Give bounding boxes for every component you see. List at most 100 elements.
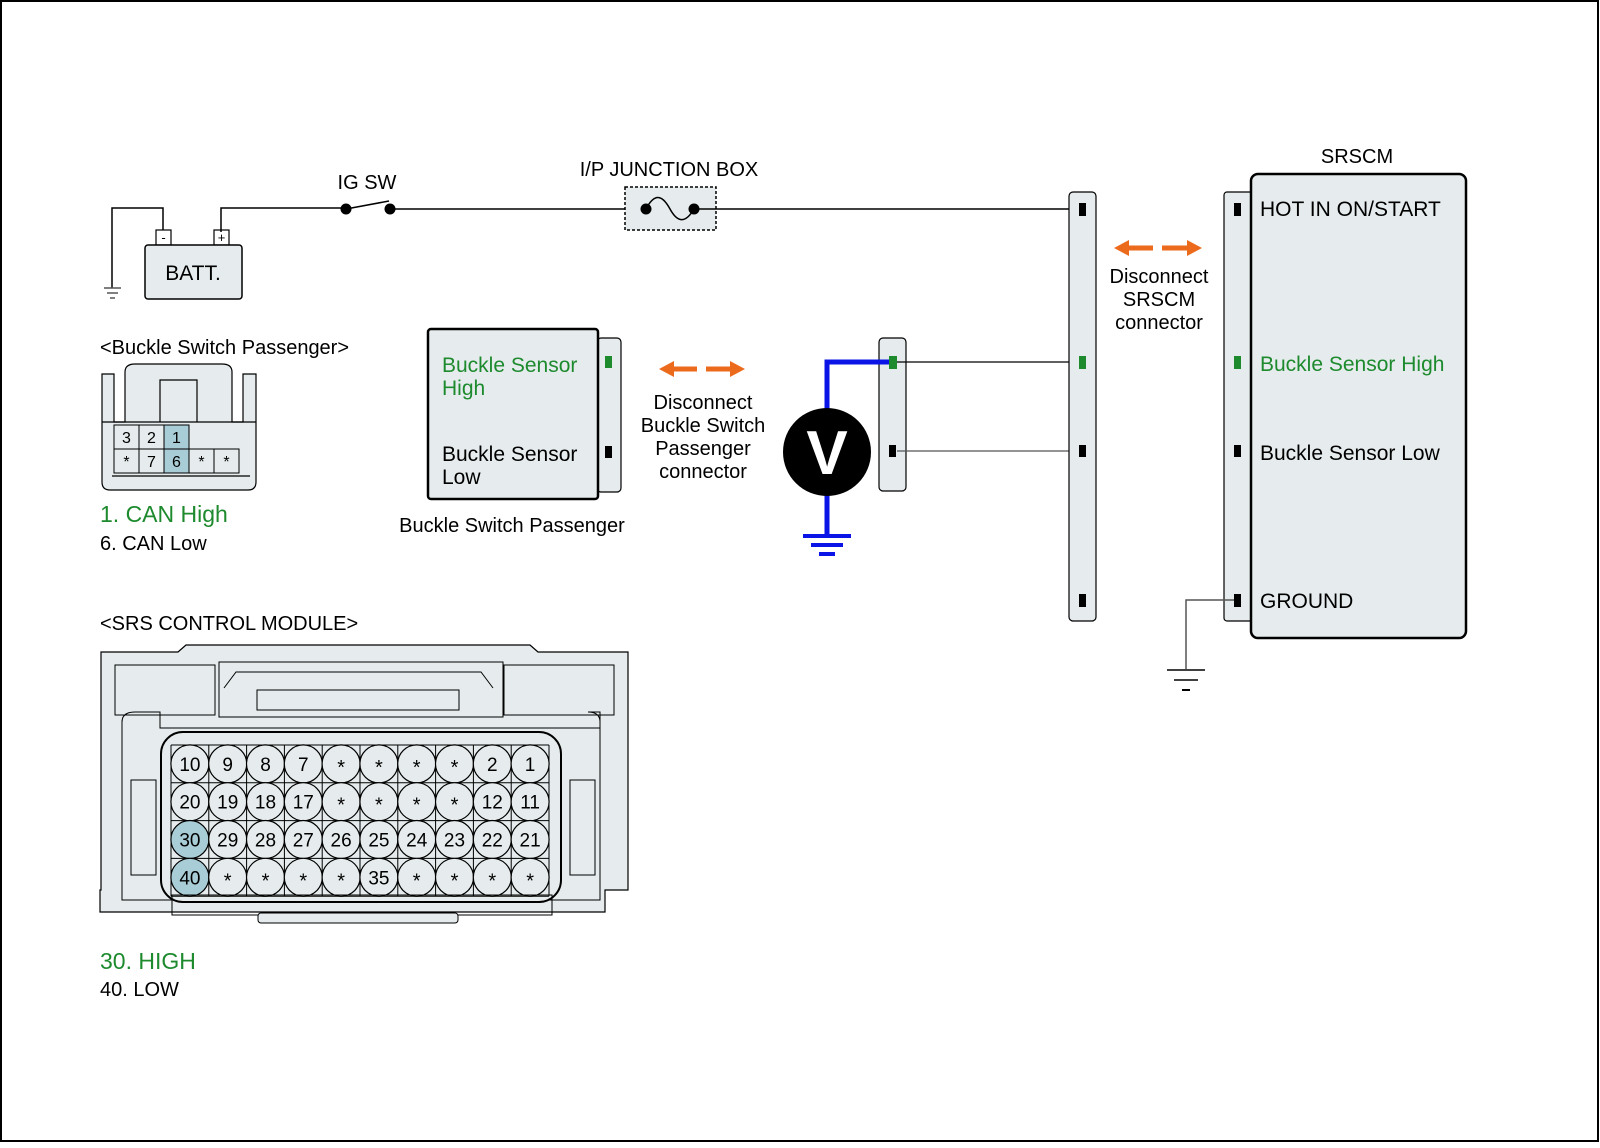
buckle-pin-cell bbox=[188, 448, 215, 474]
buckle-module-low-label-2: Low bbox=[442, 466, 481, 489]
buckle-pin-label: * bbox=[198, 454, 204, 471]
srs-pin-label: * bbox=[375, 795, 383, 817]
disconnect-srscm-arrow: Disconnect SRSCM connector bbox=[1110, 240, 1209, 334]
buckle-pin-label: 3 bbox=[122, 430, 131, 447]
srs-pin-label: 20 bbox=[179, 793, 200, 814]
srs-pin-label: 1 bbox=[525, 755, 536, 776]
buckle-pin-label: 7 bbox=[147, 454, 156, 471]
buckle-module-pin-low bbox=[605, 446, 612, 458]
srscm-pin-hot bbox=[1234, 203, 1241, 216]
srs-pin-label: * bbox=[337, 870, 345, 892]
srs-legend-low: 40. LOW bbox=[100, 979, 179, 1001]
srs-pin-label: * bbox=[262, 870, 270, 892]
buckle-legend-high: 1. CAN High bbox=[100, 501, 228, 527]
srs-pin-label: * bbox=[451, 757, 459, 779]
buckle-pin-label: 2 bbox=[147, 430, 156, 447]
ip-junction-box: I/P JUNCTION BOX bbox=[580, 159, 759, 231]
srs-pin-label: 8 bbox=[260, 755, 271, 776]
buckle-connector-title: <Buckle Switch Passenger> bbox=[100, 337, 349, 359]
ig-switch-label: IG SW bbox=[338, 172, 397, 194]
disconnect-buckle-text-4: connector bbox=[659, 461, 747, 483]
srs-pin-label: 9 bbox=[222, 755, 233, 776]
buckle-pin-label: 1 bbox=[172, 430, 181, 447]
srscm-pin-ground bbox=[1234, 594, 1241, 607]
buckle-module-body bbox=[426, 327, 600, 501]
srs-pin-label: * bbox=[413, 795, 421, 817]
srs-pin-label: 28 bbox=[255, 831, 276, 852]
srs-pin-label: 29 bbox=[217, 831, 238, 852]
srs-pin-grid bbox=[170, 744, 550, 897]
buckle-pin-cell bbox=[113, 448, 140, 474]
srs-legend-high: 30. HIGH bbox=[100, 948, 196, 974]
srs-pin-label: 35 bbox=[368, 868, 389, 889]
battery-positive-wire bbox=[220, 207, 346, 232]
buckle-module-name: Buckle Switch Passenger bbox=[399, 515, 625, 537]
srscm-pin-label-low: Buckle Sensor Low bbox=[1260, 442, 1441, 465]
srs-pin-label: 12 bbox=[482, 793, 503, 814]
fuse-icon bbox=[640, 197, 700, 221]
disconnect-buckle-text-2: Buckle Switch bbox=[641, 415, 766, 437]
srscm-ground-wire bbox=[1185, 599, 1234, 669]
srs-pin-label: * bbox=[413, 757, 421, 779]
srs-pin-label: 19 bbox=[217, 793, 238, 814]
battery-negative-label: - bbox=[161, 230, 165, 245]
buckle-module-high-label: Buckle Sensor bbox=[442, 354, 577, 377]
arrow-right-icon bbox=[730, 361, 745, 377]
arrow-right-icon-2 bbox=[1187, 240, 1202, 256]
srscm-body bbox=[1249, 172, 1468, 640]
voltmeter-probe: V bbox=[783, 359, 889, 556]
battery-label: BATT. bbox=[165, 262, 221, 285]
buckle-pin-cell bbox=[138, 424, 165, 450]
battery: - + BATT. bbox=[144, 229, 243, 300]
srs-pin-label: 40 bbox=[179, 868, 200, 889]
buckle-pin-cell bbox=[213, 448, 240, 474]
srs-pin-label: 30 bbox=[179, 831, 200, 852]
srs-connector-title: <SRS CONTROL MODULE> bbox=[100, 613, 358, 635]
srs-pin-label: * bbox=[375, 757, 383, 779]
srs-pin-label: * bbox=[337, 795, 345, 817]
battery-ground-icon bbox=[104, 287, 121, 299]
harness-connector-srscm-side bbox=[1068, 191, 1097, 622]
harness-pin-high bbox=[889, 356, 897, 369]
srs-pin-label: 11 bbox=[520, 793, 540, 814]
srscm-pin-label-high: Buckle Sensor High bbox=[1260, 353, 1444, 376]
srscm-harness-connector-body bbox=[1068, 191, 1097, 622]
harness-pin-ground bbox=[1079, 594, 1086, 607]
junction-box-label: I/P JUNCTION BOX bbox=[580, 159, 759, 181]
srs-pin-label: * bbox=[337, 757, 345, 779]
battery-positive-label: + bbox=[218, 230, 226, 245]
srs-pin-label: * bbox=[413, 870, 421, 892]
harness-connector-buckle-side bbox=[878, 337, 1082, 492]
buckle-module-pin-high bbox=[605, 356, 612, 368]
srs-pin-label: * bbox=[299, 870, 307, 892]
srs-pin-label: 24 bbox=[406, 831, 428, 852]
srs-pin-label: * bbox=[526, 870, 534, 892]
srscm-ground-icon bbox=[1167, 669, 1205, 691]
arrow-left-icon bbox=[659, 361, 674, 377]
srscm-title: SRSCM bbox=[1321, 146, 1393, 168]
srscm-pin-label-ground: GROUND bbox=[1260, 590, 1353, 613]
srs-pin-label: 23 bbox=[444, 831, 465, 852]
buckle-pin-label: * bbox=[223, 454, 229, 471]
harness-pin-low-2 bbox=[1079, 445, 1086, 457]
srscm-pin-high bbox=[1234, 356, 1241, 369]
arrow-left-icon-2 bbox=[1114, 240, 1129, 256]
srs-pin-label: 21 bbox=[520, 831, 541, 852]
srscm-pin-label-hot: HOT IN ON/START bbox=[1260, 198, 1441, 221]
probe-wire-positive bbox=[824, 359, 889, 420]
srs-pin-label: 10 bbox=[179, 755, 200, 776]
srs-pin-label: 7 bbox=[298, 755, 309, 776]
srs-pin-label: 17 bbox=[293, 793, 314, 814]
power-circuit: - + BATT. IG SW I/P JUNCTION BOX bbox=[104, 159, 1082, 300]
srs-pin-label: 2 bbox=[487, 755, 498, 776]
srs-pin-label: * bbox=[224, 870, 232, 892]
disconnect-srscm-text-3: connector bbox=[1115, 312, 1203, 334]
buckle-pin-cell bbox=[163, 448, 190, 474]
srscm-pin-low bbox=[1234, 445, 1241, 457]
srscm-module: SRSCM HOT IN ON/START Buckle Sensor High… bbox=[1167, 146, 1468, 691]
disconnect-buckle-text-3: Passenger bbox=[655, 438, 751, 460]
srs-pin bbox=[510, 857, 550, 897]
